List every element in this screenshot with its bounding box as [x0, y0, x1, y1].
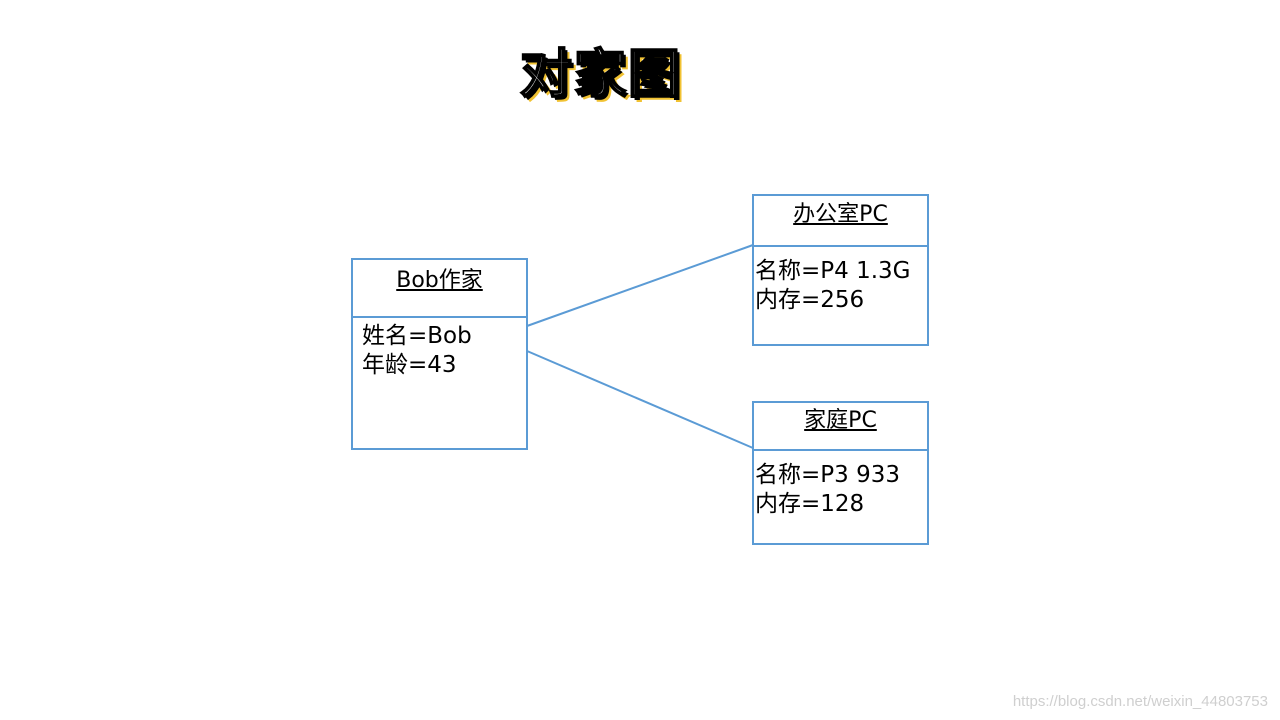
object-box-home-pc: 家庭PC 名称=P3 933 内存=128: [752, 401, 929, 545]
attribute-office-pc-model: 名称=P4 1.3G: [755, 258, 911, 284]
object-attributes-bob: 姓名=Bob 年龄=43: [353, 318, 526, 380]
object-box-office-pc: 办公室PC 名称=P4 1.3G 内存=256: [752, 194, 929, 346]
attribute-bob-age: 年龄=43: [362, 352, 457, 378]
object-box-bob: Bob作家 姓名=Bob 年龄=43: [351, 258, 528, 450]
diagram-title: 对家图: [519, 44, 683, 106]
object-attributes-home-pc: 名称=P3 933 内存=128: [754, 451, 927, 519]
link-bob-office-pc: [526, 244, 754, 327]
link-bob-home-pc: [526, 350, 754, 449]
attribute-home-pc-memory: 内存=128: [755, 491, 865, 517]
object-name-home-pc: 家庭PC: [754, 403, 927, 451]
object-attributes-office-pc: 名称=P4 1.3G 内存=256: [754, 247, 927, 315]
attribute-office-pc-memory: 内存=256: [755, 287, 865, 313]
object-name-bob: Bob作家: [353, 260, 526, 318]
object-name-office-pc: 办公室PC: [754, 196, 927, 247]
attribute-bob-name: 姓名=Bob: [362, 323, 472, 349]
watermark-text: https://blog.csdn.net/weixin_44803753: [1012, 693, 1268, 710]
attribute-home-pc-model: 名称=P3 933: [755, 462, 900, 488]
